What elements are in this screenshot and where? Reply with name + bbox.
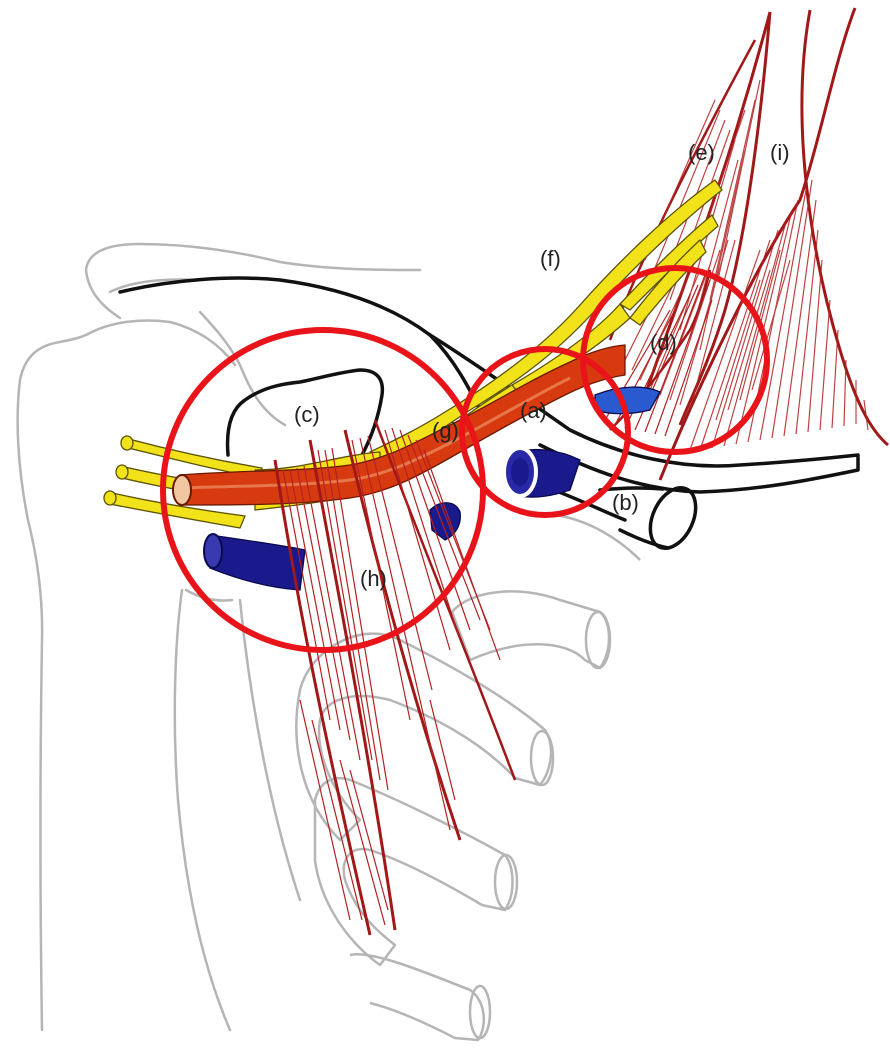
- label-b: (b): [612, 490, 639, 515]
- label-g: (g): [432, 418, 459, 443]
- anterior-scalene-outline: [640, 12, 770, 425]
- label-d: (d): [650, 330, 677, 355]
- acromion-process: [86, 244, 420, 318]
- ribs: [296, 515, 640, 1040]
- humerus-outline: [18, 334, 88, 1030]
- scapula-body: [200, 312, 285, 425]
- label-i: (i): [770, 140, 790, 165]
- label-c: (c): [294, 402, 320, 427]
- label-h: (h): [360, 566, 387, 591]
- label-f: (f): [540, 246, 561, 271]
- label-a: (a): [520, 398, 547, 423]
- label-e: (e): [688, 140, 715, 165]
